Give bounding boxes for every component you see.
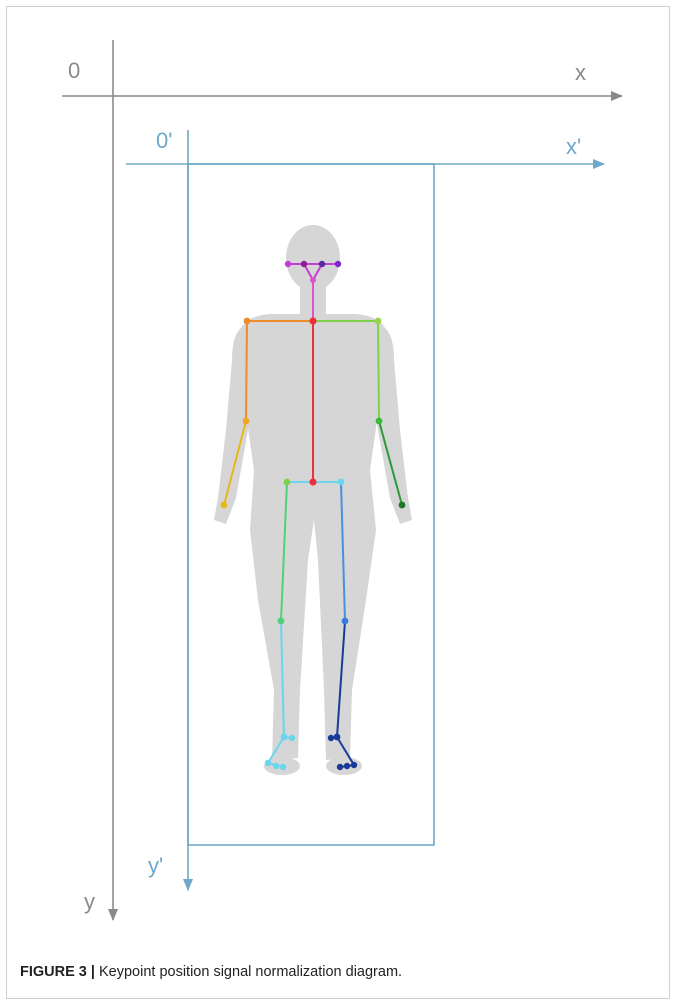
keypoint-left-ear: [335, 261, 341, 267]
keypoint-left-heel: [328, 735, 334, 741]
keypoint-right-eye: [301, 261, 307, 267]
keypoint-right-big-toe: [265, 760, 271, 766]
bone-left-upper-arm: [378, 321, 379, 421]
keypoint-left-eye: [319, 261, 325, 267]
keypoint-mid-hip: [309, 478, 316, 485]
keypoint-right-small-toe: [273, 763, 279, 769]
keypoint-nose: [310, 277, 316, 283]
figure-label: FIGURE 3 |: [20, 964, 95, 980]
normalization-diagram: 0 x y 0' x' y': [0, 0, 673, 960]
keypoint-left-wrist: [399, 502, 406, 509]
keypoint-right-knee: [278, 618, 285, 625]
keypoint-left-big-toe: [351, 762, 357, 768]
keypoint-left-knee: [342, 618, 349, 625]
keypoint-right-elbow: [243, 418, 250, 425]
figure-caption: FIGURE 3 | Keypoint position signal norm…: [20, 964, 402, 980]
keypoint-right-ankle: [281, 734, 288, 741]
keypoint-right-hip: [284, 479, 291, 486]
keypoint-right-heel: [289, 735, 295, 741]
keypoint-left-elbow: [376, 418, 383, 425]
keypoint-left-hip: [338, 479, 345, 486]
keypoint-right-wrist: [221, 502, 228, 509]
normalized-y-label: y': [148, 853, 163, 878]
keypoint-left-ankle: [334, 734, 341, 741]
global-origin-label: 0: [68, 58, 80, 83]
figure-caption-text: Keypoint position signal normalization d…: [99, 964, 402, 980]
bone-right-upper-arm: [246, 321, 247, 421]
keypoint-right-shoulder: [244, 318, 251, 325]
keypoint-right-toe-tip: [280, 764, 286, 770]
normalized-origin-label: 0': [156, 128, 172, 153]
global-x-label: x: [575, 60, 586, 85]
normalized-x-label: x': [566, 134, 581, 159]
keypoint-left-shoulder: [375, 318, 382, 325]
global-y-label: y: [84, 889, 95, 914]
keypoint-right-ear: [285, 261, 291, 267]
keypoint-left-toe-mid: [344, 763, 350, 769]
keypoint-left-small-toe: [337, 764, 343, 770]
keypoint-neck: [309, 317, 316, 324]
